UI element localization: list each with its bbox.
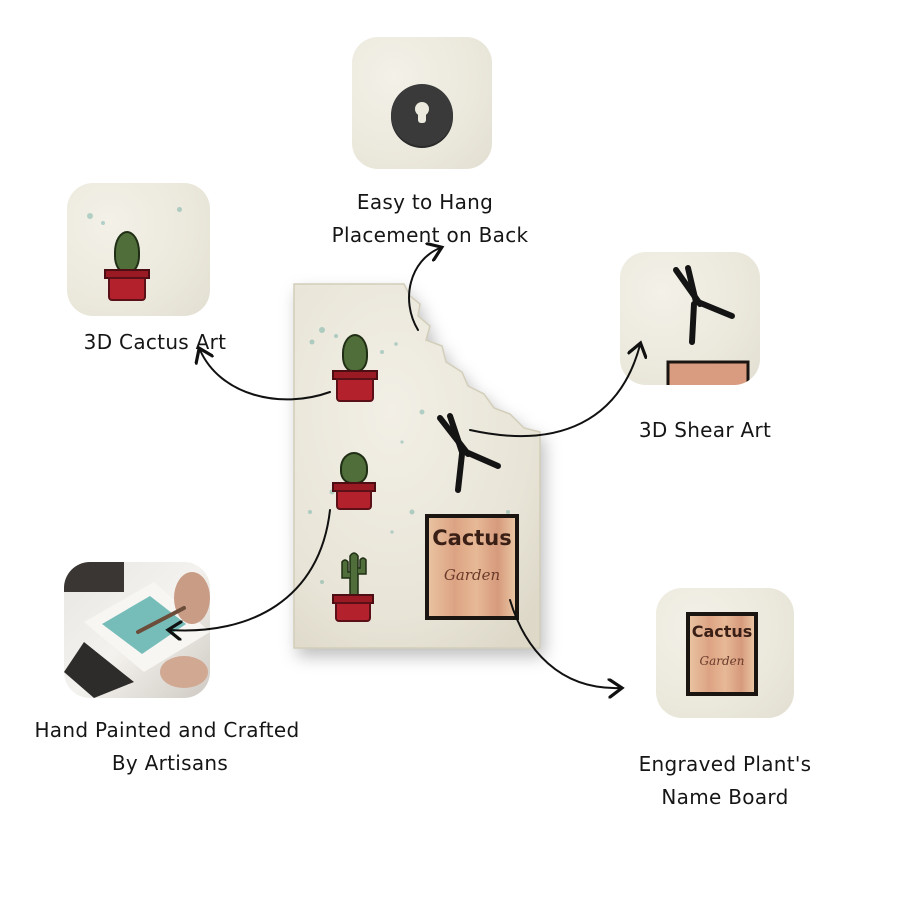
arrow-to-hang	[408, 248, 440, 331]
label-hang-line1: Easy to Hang	[356, 190, 494, 214]
name-board-subtitle: Garden	[443, 566, 501, 584]
nameboard-detail-tile: Cactus Garden	[656, 588, 794, 718]
name-board: Cactus Garden	[425, 514, 519, 620]
cactus-round-middle	[340, 452, 368, 484]
painting-hands-illustration	[64, 562, 210, 698]
pot-closeup	[108, 277, 146, 301]
cactus-closeup	[114, 231, 140, 273]
arrow-to-cactus-art	[200, 350, 331, 401]
cactus-detail-tile	[67, 183, 210, 316]
label-hand-line1: Hand Painted and Crafted	[34, 718, 300, 742]
hanger-detail-tile	[352, 37, 492, 169]
nameboard-closeup: Cactus Garden	[686, 612, 758, 696]
shears-detail-tile	[620, 252, 760, 385]
arrow-to-shear-art	[469, 345, 640, 438]
pot-bottom	[335, 602, 371, 622]
cactus-round-top	[342, 334, 368, 372]
label-board-line2: Name Board	[661, 785, 789, 809]
pot-middle	[336, 490, 372, 510]
nameboard-closeup-title: Cactus	[691, 622, 753, 641]
label-board-line1: Engraved Plant's	[638, 752, 812, 776]
artisan-photo-tile	[64, 562, 210, 698]
pot-top	[336, 378, 374, 402]
nameboard-closeup-subtitle: Garden	[699, 654, 745, 668]
keyhole-hanger-icon	[391, 84, 453, 148]
arrow-to-nameboard	[509, 599, 620, 688]
shears-closeup-icon	[666, 265, 750, 385]
arrow-to-artisans	[170, 509, 331, 630]
product-main-board: Cactus Garden	[292, 282, 542, 650]
cactus-saguaro	[341, 552, 367, 597]
name-board-title: Cactus	[432, 526, 512, 550]
shears-icon	[437, 413, 501, 493]
label-shear-art: 3D Shear Art	[638, 418, 772, 442]
label-hand-line2: By Artisans	[111, 751, 229, 775]
